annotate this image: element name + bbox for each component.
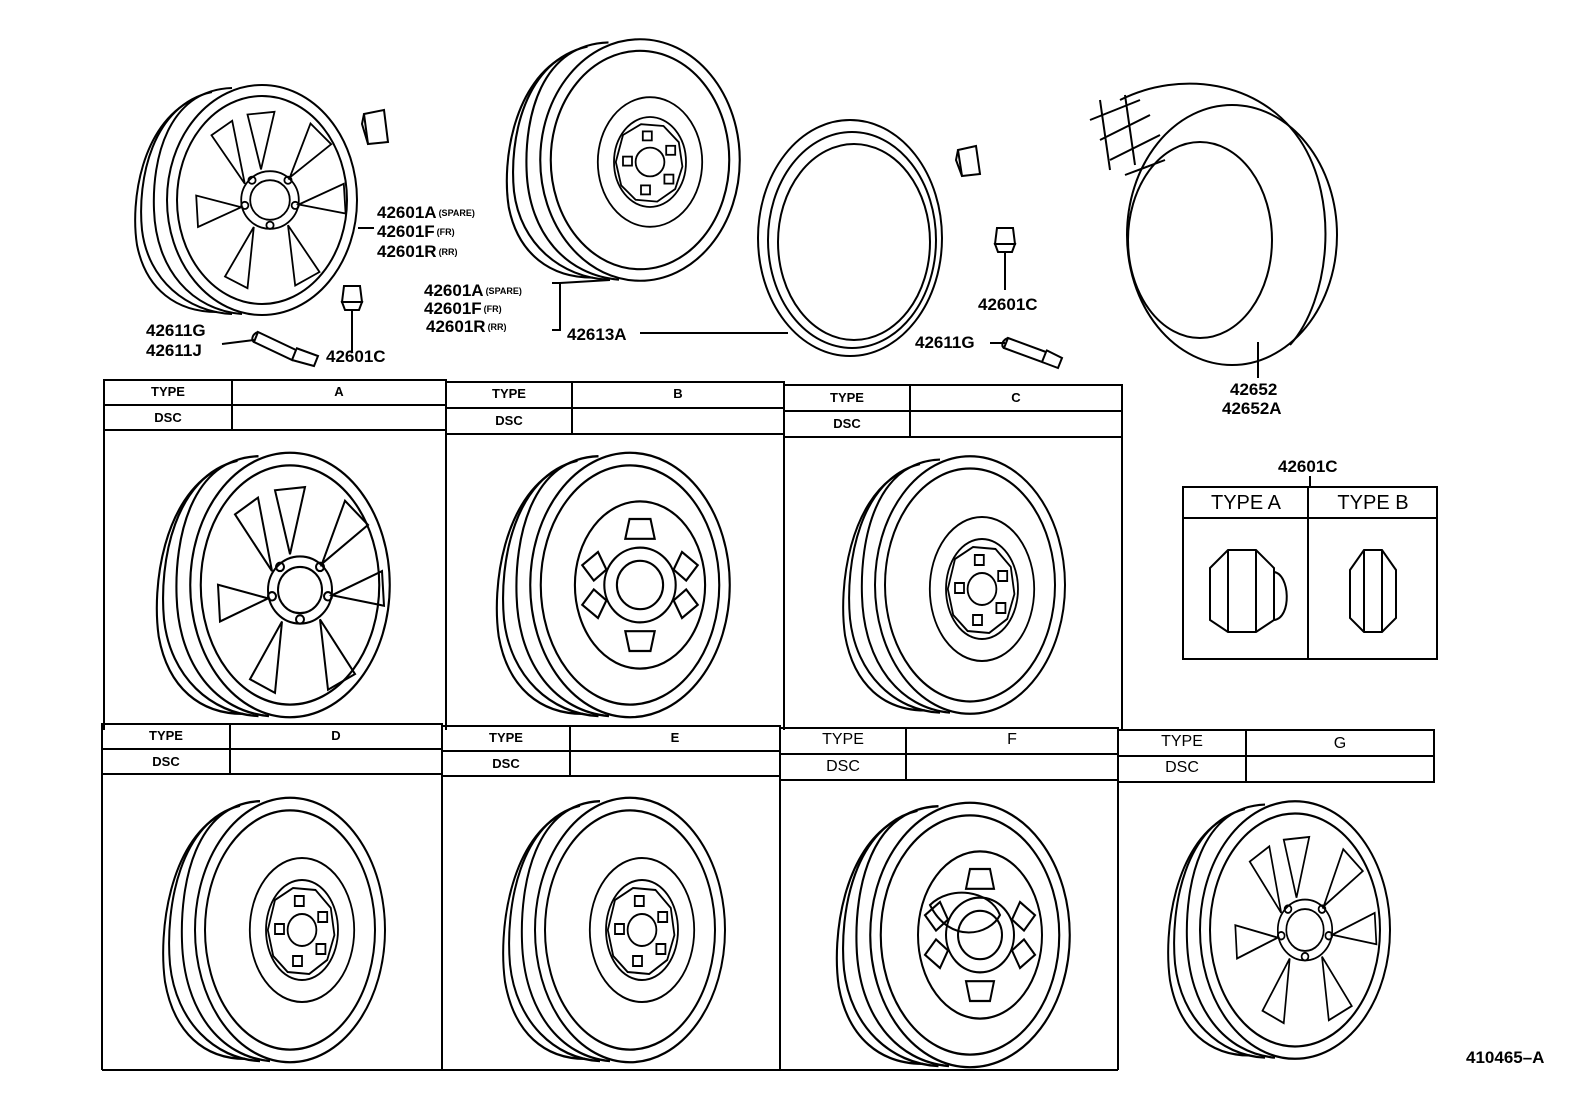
callout-nut-right: 42601C [978,295,1038,314]
panel-d-dsc-header: DSC [152,754,180,769]
panel-g-dsc-header: DSC [1165,759,1199,776]
callout-wheel-part-r: 42601R(RR) [377,243,458,261]
top-alloy-wheel-drawing [134,84,358,316]
callout-valve-j: 42611J [146,341,202,360]
panel-f-type-header: TYPE [822,731,864,748]
callout-mid-part-a: 42601A(SPARE) [424,282,522,300]
flap-ring-drawing [757,119,943,357]
acorn-nut-type-a-drawing [1209,549,1288,633]
panel-f-type-value: F [1007,731,1017,748]
panel-e-type-value: E [670,730,680,745]
callout-wheel-part-f: 42601F(FR) [377,223,455,241]
panel-a-dsc-header: DSC [154,410,182,425]
callout-mid-part-f-number: 42601F [424,299,482,318]
callout-wheel-part-a-number: 42601A [377,203,437,222]
wheel-type-c-drawing [842,455,1067,715]
callout-mid-part-a-note: (SPARE) [485,286,522,296]
callout-mid-part-f-note: (FR) [483,304,502,314]
lug-nut-left-drawing [341,285,363,311]
balance-weight-right-drawing [954,144,982,178]
wheel-type-a-drawing [155,451,391,719]
wheel-type-e-drawing [502,796,727,1064]
panel-e-dsc-header: DSC [492,756,520,771]
panel-b-dsc-header: DSC [495,413,523,428]
callout-mid-part-f: 42601F(FR) [424,300,502,318]
callout-tire-1: 42652 [1230,380,1278,399]
panel-e-type-header: TYPE [489,730,523,745]
valve-stem-left-drawing [251,330,320,368]
top-steel-wheel-drawing [505,38,741,282]
callout-wheel-part-r-number: 42601R [377,242,437,261]
panel-b-type-value: B [673,386,683,401]
open-nut-type-b-drawing [1349,549,1397,633]
valve-stem-right-drawing [1001,336,1064,370]
callout-ring: 42613A [567,325,627,344]
panel-c-type-value: C [1011,390,1021,405]
wheel-type-b-drawing [495,451,731,719]
nut-box-title: 42601C [1278,457,1338,476]
callout-mid-part-r: 42601R(RR) [426,318,507,336]
balance-weight-left-drawing [360,108,390,146]
type-table-frame [101,379,1435,1071]
panel-g-type-value: G [1333,735,1347,752]
callout-wheel-part-a: 42601A(SPARE) [377,204,475,222]
panel-c-dsc-header: DSC [833,416,861,431]
callout-mid-part-r-number: 42601R [426,317,486,336]
figure-id: 410465–A [1466,1048,1545,1067]
callout-wheel-part-r-note: (RR) [438,247,458,257]
panel-d-type-value: D [331,728,341,743]
callout-wheel-part-a-note: (SPARE) [438,208,475,218]
panel-g-type-header: TYPE [1161,733,1203,750]
callout-tire-2: 42652A [1222,399,1282,418]
panel-a-type-value: A [334,384,344,399]
panel-b-type-header: TYPE [492,386,526,401]
callout-wheel-part-f-note: (FR) [436,227,455,237]
callout-mid-part-a-number: 42601A [424,281,484,300]
wheel-type-f-drawing [835,801,1071,1069]
callout-wheel-part-f-number: 42601F [377,222,435,241]
tire-drawing [1089,82,1338,366]
callout-nut-left: 42601C [326,347,386,366]
wheel-type-g-drawing [1167,800,1392,1060]
nut-type-a-label: TYPE A [1210,492,1282,514]
callout-valve-g: 42611G [146,321,206,340]
nut-type-box-frame [1182,476,1438,660]
callout-valve-right: 42611G [915,333,975,352]
nut-type-b-label: TYPE B [1337,492,1409,514]
wheel-type-d-drawing [162,796,387,1064]
panel-a-type-header: TYPE [151,384,185,399]
panel-d-type-header: TYPE [149,728,183,743]
lug-nut-right-drawing [994,227,1016,253]
panel-c-type-header: TYPE [830,390,864,405]
callout-mid-part-r-note: (RR) [487,322,507,332]
panel-f-dsc-header: DSC [826,758,860,775]
